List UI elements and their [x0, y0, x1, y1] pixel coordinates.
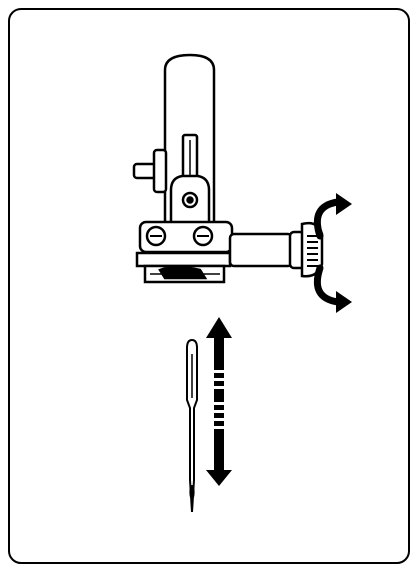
screw-icon — [145, 225, 214, 247]
needle-icon — [186, 338, 198, 513]
side-pin-icon — [132, 148, 168, 194]
rotate-arrows-icon — [313, 198, 342, 306]
up-down-arrow-icon — [206, 317, 232, 486]
figure-frame — [8, 8, 410, 564]
rotate-arrowheads-icon — [336, 193, 352, 313]
clamp-arm-icon — [228, 232, 294, 268]
